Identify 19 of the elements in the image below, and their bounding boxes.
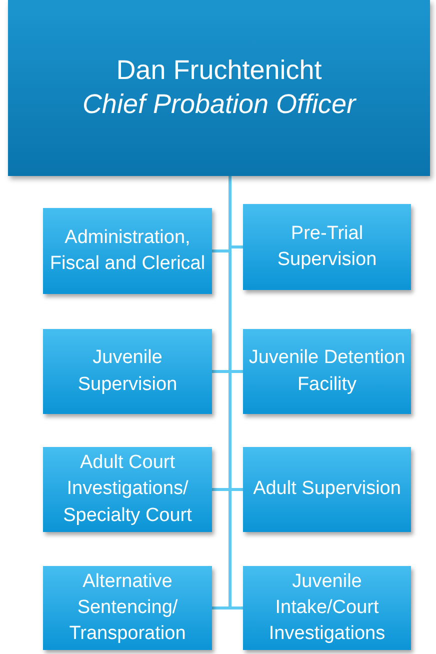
title-box xyxy=(8,0,430,176)
unit-box xyxy=(43,566,212,650)
unit-label: Adult Supervision xyxy=(253,477,401,502)
unit-label: Juvenile Supervision xyxy=(76,346,178,396)
unit-label: Juvenile Detention Facility xyxy=(248,346,406,396)
unit-label: Adult Court Investigations/ Specialty Court xyxy=(62,451,193,528)
unit-label: Administration, Fiscal and Clerical xyxy=(48,226,206,276)
unit-box xyxy=(43,447,212,532)
unit-box xyxy=(243,447,411,532)
unit-box xyxy=(243,329,411,414)
unit-box xyxy=(243,566,411,650)
job-title: Chief Probation Officer xyxy=(82,88,356,121)
unit-box xyxy=(243,204,411,290)
unit-label: Pre-Trial Supervision xyxy=(276,222,378,272)
person-name: Dan Fruchtenicht xyxy=(116,54,322,88)
unit-label: Juvenile Intake/Court Investigations xyxy=(268,570,386,646)
unit-box xyxy=(43,329,212,414)
unit-label: Alternative Sentencing/ Transporation xyxy=(68,570,187,646)
unit-box xyxy=(43,208,212,294)
